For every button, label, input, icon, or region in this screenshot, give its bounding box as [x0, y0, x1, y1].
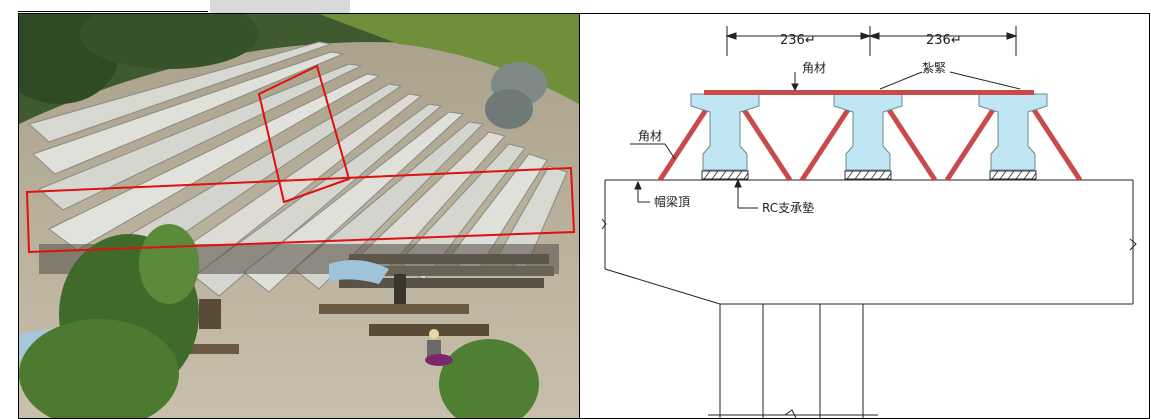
document-table: 236↵ 236↵ — [18, 13, 1150, 419]
cap-beam — [601, 179, 1137, 418]
rc-bearing-pads — [701, 170, 1037, 180]
highlight-box-cross-section — [25, 166, 576, 254]
timber-stacks — [169, 254, 554, 354]
leader-lines — [630, 71, 1021, 209]
girder-1 — [690, 93, 760, 171]
label-tie: 紮緊 — [922, 61, 946, 75]
label-cap-top: 帽梁頂 — [654, 194, 690, 209]
dimension-label-1: 236↵ — [780, 33, 816, 48]
bracing-drawing: 236↵ 236↵ — [601, 26, 1137, 418]
label-top-angle: 角材 — [802, 61, 826, 75]
girders — [690, 93, 1048, 171]
girder-3 — [978, 93, 1048, 171]
girder-rows — [27, 41, 568, 300]
label-bearing: RC支承墊 — [762, 201, 814, 215]
header-underline — [18, 11, 208, 12]
drawing-cell: 236↵ 236↵ — [580, 14, 1149, 418]
top-angle-bar — [704, 90, 1034, 95]
pipes — [485, 62, 547, 129]
header-grey-block — [210, 0, 350, 14]
label-side-angle: 角材 — [638, 129, 662, 143]
highlight-box-girder-pair — [257, 64, 351, 204]
site-photo — [19, 14, 579, 418]
foreground-trees — [19, 224, 539, 418]
dimension-line — [725, 26, 1018, 56]
girder-2 — [833, 93, 903, 171]
document-header-strip — [0, 0, 350, 14]
site-photo-cell — [19, 14, 580, 418]
highlight-boxes — [25, 64, 576, 254]
dimension-label-2: 236↵ — [926, 33, 962, 48]
